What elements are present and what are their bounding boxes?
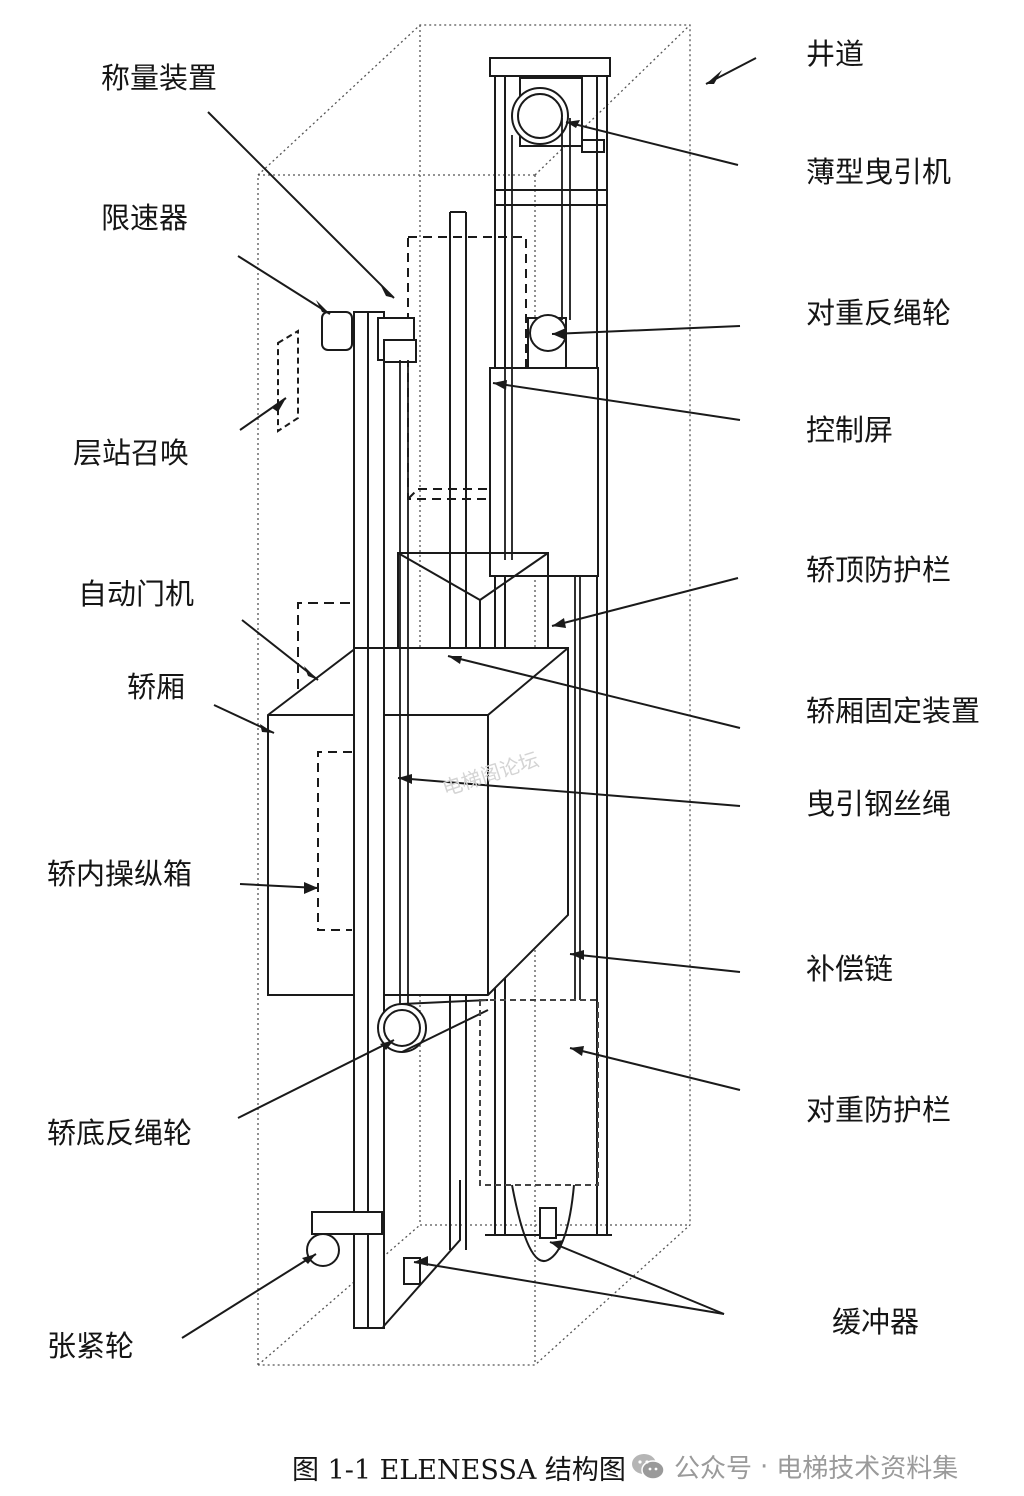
label-automatic-door-operator: 自动门机: [78, 577, 195, 611]
label-tension-pulley: 张紧轮: [47, 1329, 135, 1363]
label-car-fixing-device: 轿厢固定装置: [806, 694, 981, 728]
compensation-chain-loop: [511, 1184, 575, 1263]
label-weighing-device: 称量装置: [101, 61, 218, 95]
tension-pulley: [306, 1180, 461, 1328]
speed-governor: [321, 311, 353, 351]
wechat-icon: [630, 1452, 666, 1482]
label-car: 轿厢: [127, 670, 186, 704]
figure-caption: 图 1-1 ELENESSA 结构图: [292, 1455, 626, 1486]
counterweight-frame: [485, 57, 612, 1236]
label-buffer: 缓冲器: [832, 1305, 920, 1339]
landing-call-panel: [277, 329, 299, 433]
label-car-operating-panel: 轿内操纵箱: [47, 857, 193, 891]
counterweight-sheave: [527, 314, 567, 369]
traction-machine: [511, 77, 605, 153]
watermark-prefix: 公众号: [674, 1454, 753, 1484]
account-watermark: 公众号 · 电梯技术资料集: [630, 1448, 958, 1485]
label-shaft: 井道: [806, 37, 865, 71]
label-counterweight-guardrail: 对重防护栏: [806, 1093, 952, 1127]
label-car-bottom-diverter-sheave: 轿底反绳轮: [47, 1116, 193, 1150]
watermark-account: 电梯技术资料集: [776, 1454, 959, 1484]
watermark-separator: ·: [760, 1451, 769, 1482]
label-car-top-guardrail: 轿顶防护栏: [806, 553, 952, 587]
label-speed-governor: 限速器: [101, 201, 189, 235]
label-counterweight-diverter-sheave: 对重反绳轮: [806, 296, 952, 330]
traction-ropes: [399, 118, 581, 1010]
label-landing-call: 层站召唤: [73, 436, 190, 470]
counterweight-guard: [479, 999, 599, 1186]
counterweight-body: [489, 367, 599, 577]
car-operating-panel: [317, 751, 352, 931]
car-bottom-sheave: [377, 999, 489, 1053]
buffers: [403, 1207, 557, 1285]
label-thin-traction-machine: 薄型曳引机: [806, 155, 952, 189]
label-control-panel: 控制屏: [806, 413, 894, 447]
label-traction-wire-rope: 曳引钢丝绳: [806, 787, 952, 821]
label-compensation-chain: 补偿链: [806, 952, 894, 986]
